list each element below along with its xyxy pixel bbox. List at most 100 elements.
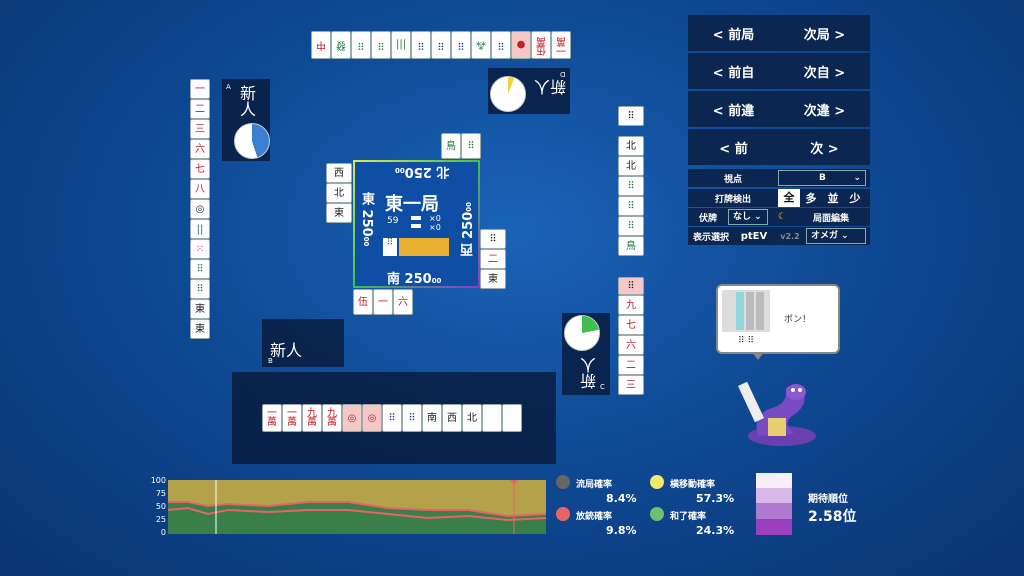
tile: 東 — [326, 203, 352, 223]
player-name: 新人 — [580, 357, 599, 389]
player-seat: B — [268, 357, 273, 365]
bubble-tail — [752, 352, 764, 360]
player-seat: A — [226, 83, 231, 91]
north-score: 北 25000 — [395, 164, 450, 179]
hand-tile[interactable]: ⠿ — [402, 404, 422, 432]
houju-value: 9.8% — [606, 524, 637, 537]
tile: 八 — [190, 179, 210, 199]
tile: ⠿ — [618, 106, 644, 126]
detect-option-many[interactable]: 多 — [805, 192, 817, 205]
player-seat: C — [600, 383, 605, 391]
detect-option-few[interactable]: 少 — [849, 192, 861, 205]
detect-label: 打牌検出 — [714, 194, 751, 205]
viewpoint-label: 視点 — [723, 174, 742, 185]
ryukyoku-dot — [556, 475, 570, 489]
tile: ⠿ — [480, 229, 506, 249]
omega-select[interactable]: オメガ ⌄ — [806, 228, 866, 244]
ytick: 25 — [155, 515, 166, 524]
tile: 二 — [190, 99, 210, 119]
hand-tile[interactable]: ◎ — [362, 404, 382, 432]
tile: 北 — [326, 183, 352, 203]
speech-text: ポン！ — [784, 315, 812, 325]
next-self-button[interactable]: 次自 > — [803, 65, 846, 81]
tile: 鳥 — [618, 236, 644, 256]
detect-option-normal[interactable]: 並 — [827, 192, 839, 205]
hand-tile[interactable]: ⠿ — [382, 404, 402, 432]
self-player-plate: 新人 B — [262, 319, 344, 367]
hand-tile[interactable]: 一萬 — [262, 404, 282, 432]
south-score: 南 25000 — [387, 272, 442, 287]
hand-tile[interactable]: ◎ — [342, 404, 362, 432]
tile: ⠿ — [618, 196, 644, 216]
graph-y-axis: 100 75 50 25 0 — [148, 476, 168, 537]
expected-rank-value: 2.58位 — [808, 509, 857, 525]
player-name: 新人 — [237, 85, 256, 117]
tile: 伍 — [353, 289, 373, 315]
hand-tile[interactable]: 南 — [422, 404, 442, 432]
east-score: 東 25000 — [359, 192, 374, 247]
display-label: 表示選択 — [692, 232, 729, 243]
yoko-label: 横移動確率 — [670, 480, 716, 490]
top-player-plate: 新人 D — [488, 68, 570, 114]
viewpoint-select[interactable]: B⌄ — [778, 170, 866, 186]
tile: ||| — [391, 31, 411, 59]
tile: ⠿ — [431, 31, 451, 59]
center-panel: 北 25000 東一局 59 ×0 ×0 ⠿ 東 25000 西 25000 南… — [353, 160, 480, 288]
yoko-value: 57.3% — [696, 492, 735, 505]
tile: 二 — [480, 249, 506, 269]
next-round-button[interactable]: 次局 > — [803, 27, 846, 43]
pie-chart-icon — [490, 76, 526, 112]
tile: 伍萬 — [531, 31, 551, 59]
dora-indicator: ⠿ — [383, 238, 397, 256]
chevron-down-icon: ⌄ — [853, 173, 861, 183]
prev-button[interactable]: < 前 — [719, 141, 748, 157]
next-button[interactable]: 次 > — [810, 141, 839, 157]
tile: 三 — [190, 119, 210, 139]
speech-bubble: ⠿ ⠿ ポン！ — [716, 284, 840, 354]
fuse-select[interactable]: なし ⌄ — [728, 209, 768, 225]
west-score: 西 25000 — [461, 202, 476, 257]
tile: ⁙ — [190, 239, 210, 259]
tile: 二 — [618, 355, 644, 375]
next-diff-button[interactable]: 次違 > — [803, 103, 846, 119]
prev-self-button[interactable]: < 前自 — [712, 65, 755, 81]
hand-tile[interactable]: 一萬 — [282, 404, 302, 432]
tile: ⠿ — [371, 31, 391, 59]
display-value[interactable]: ptEV — [740, 230, 768, 242]
tile: ⠿ — [411, 31, 431, 59]
tile: 東 — [190, 319, 210, 339]
tile: 東 — [480, 269, 506, 289]
tile: 六 — [618, 335, 644, 355]
step-nav: < 前 次 > — [688, 129, 870, 165]
hand-tile[interactable]: 北 — [462, 404, 482, 432]
tile: 六 — [190, 139, 210, 159]
prev-round-button[interactable]: < 前局 — [712, 27, 755, 43]
player-seat: D — [560, 70, 566, 78]
tile: ◎ — [190, 199, 210, 219]
tile: 北 — [618, 156, 644, 176]
edit-position-button[interactable]: 局面編集 — [812, 213, 849, 224]
remaining-count: 59 — [387, 216, 399, 226]
pie-chart-icon — [234, 123, 270, 159]
tile: 中 — [311, 31, 331, 59]
hand-tile[interactable]: 九萬 — [302, 404, 322, 432]
detect-option-all[interactable]: 全 — [778, 189, 800, 207]
mascot-snake-icon — [738, 378, 822, 448]
hand-tile[interactable]: 九萬 — [322, 404, 342, 432]
rank-distribution-bar — [756, 473, 792, 535]
honba-count: ×0 — [429, 214, 441, 223]
tile: 東 — [190, 299, 210, 319]
dead-wall — [399, 238, 449, 256]
prev-diff-button[interactable]: < 前違 — [712, 103, 755, 119]
kyotaku-count: ×0 — [429, 223, 441, 232]
hand-tile[interactable] — [502, 404, 522, 432]
tile: 發 — [331, 31, 351, 59]
moon-icon[interactable]: ☾ — [777, 212, 787, 222]
version-label: v2.2 — [780, 231, 800, 241]
probability-graph[interactable] — [167, 480, 547, 534]
hand-tile[interactable] — [482, 404, 502, 432]
viewpoint-row: 視点 B⌄ — [688, 169, 870, 187]
meld-tiles: ⠿ ⠿ — [738, 336, 755, 346]
hand-tile[interactable]: 西 — [442, 404, 462, 432]
detect-row: 打牌検出 全 多 並 少 — [688, 189, 870, 207]
